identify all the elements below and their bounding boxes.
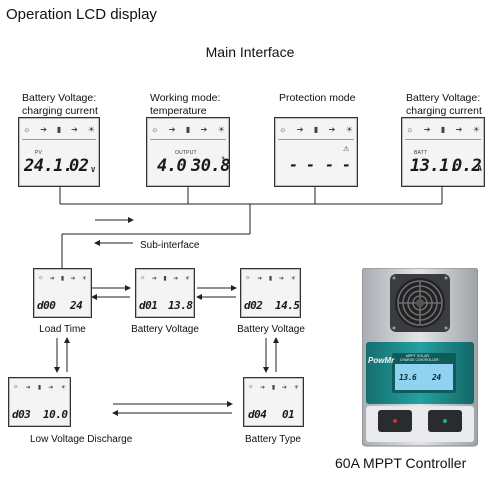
warning-icon: ⚠ — [343, 146, 350, 153]
lcd-status-icons: ☼➔▮➔☀ — [248, 384, 299, 391]
lcd-main-batt: ☼➔▮➔☀ BATT 13.1. 0.2 A — [401, 117, 485, 187]
lcd-main-protection: ☼➔▮➔☀ ⚠ - - - - — [274, 117, 358, 187]
panel-subtitle: CHARGE CONTROLLER — [400, 358, 439, 362]
sub-interface-label: Sub-interface — [140, 240, 200, 251]
lcd-main-pv: ☼➔▮➔☀ PV 24.1. 02 V — [18, 117, 100, 187]
page-title: Operation LCD display — [6, 6, 157, 23]
sub-caption-battery-type: Battery Type — [245, 434, 301, 445]
lcd-status-icons: ☼➔▮➔☀ — [38, 275, 87, 282]
main-caption-2: Working mode:temperature — [150, 92, 221, 117]
main-caption-4: Battery Voltage:charging current — [406, 92, 482, 117]
lcd-sub-d01: ☼➔▮➔☀ d01 13.8 — [135, 268, 195, 318]
panel-title: MPPT SOLAR — [406, 354, 430, 358]
lcd-sub-d02: ☼➔▮➔☀ d02 14.5 — [240, 268, 301, 318]
sub-caption-load-time: Load Time — [39, 324, 86, 335]
brand-logo: PowMr — [368, 356, 395, 365]
lcd-status-icons: ☼➔▮➔☀ — [140, 275, 190, 282]
lcd-sub-d00: ☼➔▮➔☀ d00 24 — [33, 268, 92, 318]
lcd-status-icons: ☼➔▮➔☀ — [406, 124, 480, 134]
lcd-status-icons: ☼➔▮➔☀ — [245, 275, 296, 282]
lcd-status-icons: ☼➔▮➔☀ — [13, 384, 66, 391]
lcd-sub-d04: ☼➔▮➔☀ d04 01 — [243, 377, 304, 427]
lcd-status-icons: ☼➔▮➔☀ — [279, 124, 353, 134]
lcd-sub-d03: ☼➔▮➔☀ d03 10.0 — [8, 377, 71, 427]
controller-drawing — [361, 267, 479, 447]
lcd-main-working: ☼➔▮➔☀ OUTPUT 4.0 30.8 ° — [146, 117, 230, 187]
sub-caption-battery-voltage-2: Battery Voltage — [237, 324, 305, 335]
screen-right-value: 24 — [432, 373, 441, 382]
lcd-status-icons: ☼➔▮➔☀ — [23, 124, 95, 134]
main-caption-3: Protection mode — [279, 92, 356, 104]
sub-caption-low-voltage-discharge: Low Voltage Discharge — [30, 434, 133, 445]
main-interface-title: Main Interface — [205, 44, 295, 60]
sub-caption-battery-voltage-1: Battery Voltage — [131, 324, 199, 335]
mppt-controller-image: PowMr MPPT SOLAR CHARGE CONTROLLER 13.6 … — [361, 267, 479, 448]
lcd-status-icons: ☼➔▮➔☀ — [151, 124, 225, 134]
screen-left-value: 13.6 — [399, 373, 417, 382]
main-caption-1: Battery Voltage:charging current — [22, 92, 98, 117]
product-caption: 60A MPPT Controller — [335, 455, 467, 471]
